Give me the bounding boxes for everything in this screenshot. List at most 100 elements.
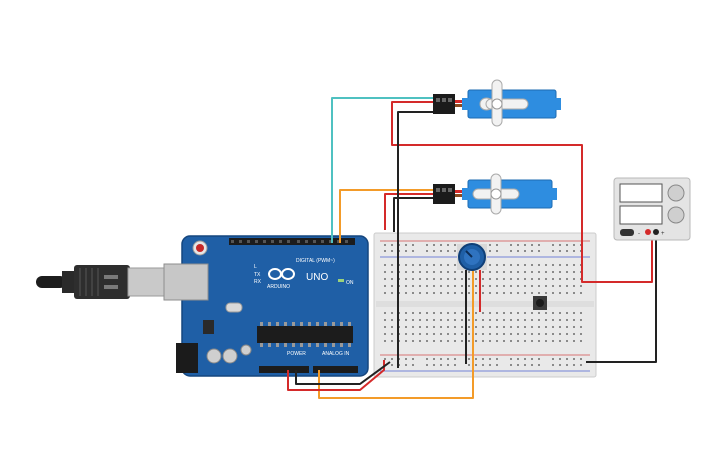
breadboard-hole[interactable] — [580, 319, 582, 321]
pushbutton-icon[interactable] — [533, 296, 547, 310]
breadboard-hole[interactable] — [517, 358, 519, 360]
breadboard-hole[interactable] — [391, 278, 393, 280]
breadboard-hole[interactable] — [391, 358, 393, 360]
breadboard-hole[interactable] — [538, 292, 540, 294]
breadboard-hole[interactable] — [510, 244, 512, 246]
breadboard-hole[interactable] — [412, 358, 414, 360]
breadboard-hole[interactable] — [391, 319, 393, 321]
breadboard-hole[interactable] — [489, 278, 491, 280]
breadboard-hole[interactable] — [552, 271, 554, 273]
breadboard-hole[interactable] — [384, 319, 386, 321]
breadboard-hole[interactable] — [419, 312, 421, 314]
breadboard-hole[interactable] — [454, 292, 456, 294]
breadboard-hole[interactable] — [391, 250, 393, 252]
breadboard-hole[interactable] — [440, 271, 442, 273]
breadboard-hole[interactable] — [426, 326, 428, 328]
breadboard-hole[interactable] — [461, 278, 463, 280]
breadboard-hole[interactable] — [503, 278, 505, 280]
breadboard-hole[interactable] — [503, 292, 505, 294]
breadboard-hole[interactable] — [545, 319, 547, 321]
breadboard-hole[interactable] — [412, 278, 414, 280]
breadboard-hole[interactable] — [391, 244, 393, 246]
breadboard-hole[interactable] — [580, 340, 582, 342]
breadboard-hole[interactable] — [552, 244, 554, 246]
breadboard-hole[interactable] — [559, 285, 561, 287]
breadboard-hole[interactable] — [440, 333, 442, 335]
breadboard-hole[interactable] — [433, 326, 435, 328]
breadboard-hole[interactable] — [461, 312, 463, 314]
breadboard-hole[interactable] — [552, 319, 554, 321]
breadboard-hole[interactable] — [412, 285, 414, 287]
breadboard-hole[interactable] — [538, 319, 540, 321]
breadboard-hole[interactable] — [454, 312, 456, 314]
breadboard-hole[interactable] — [489, 264, 491, 266]
breadboard-hole[interactable] — [517, 333, 519, 335]
breadboard-hole[interactable] — [384, 250, 386, 252]
breadboard-hole[interactable] — [510, 312, 512, 314]
breadboard-hole[interactable] — [454, 319, 456, 321]
breadboard-hole[interactable] — [566, 358, 568, 360]
breadboard-hole[interactable] — [419, 285, 421, 287]
breadboard-hole[interactable] — [426, 244, 428, 246]
breadboard-hole[interactable] — [510, 278, 512, 280]
breadboard-hole[interactable] — [545, 326, 547, 328]
breadboard-hole[interactable] — [489, 250, 491, 252]
breadboard-hole[interactable] — [580, 333, 582, 335]
breadboard-hole[interactable] — [447, 340, 449, 342]
breadboard-hole[interactable] — [496, 312, 498, 314]
breadboard-hole[interactable] — [559, 250, 561, 252]
breadboard-hole[interactable] — [552, 364, 554, 366]
breadboard-hole[interactable] — [405, 364, 407, 366]
potentiometer-icon[interactable] — [457, 243, 487, 271]
breadboard-hole[interactable] — [475, 285, 477, 287]
breadboard-hole[interactable] — [384, 271, 386, 273]
breadboard-hole[interactable] — [384, 244, 386, 246]
breadboard-hole[interactable] — [454, 340, 456, 342]
breadboard-hole[interactable] — [447, 358, 449, 360]
breadboard-hole[interactable] — [524, 333, 526, 335]
breadboard-hole[interactable] — [468, 292, 470, 294]
ground-wire-black-mid[interactable] — [393, 197, 437, 232]
breadboard-hole[interactable] — [412, 340, 414, 342]
breadboard-hole[interactable] — [573, 271, 575, 273]
breadboard-hole[interactable] — [510, 264, 512, 266]
breadboard-hole[interactable] — [524, 244, 526, 246]
breadboard-hole[interactable] — [468, 333, 470, 335]
breadboard-hole[interactable] — [496, 358, 498, 360]
breadboard-hole[interactable] — [559, 271, 561, 273]
breadboard-hole[interactable] — [405, 326, 407, 328]
breadboard-hole[interactable] — [566, 340, 568, 342]
breadboard-hole[interactable] — [496, 292, 498, 294]
breadboard-hole[interactable] — [419, 319, 421, 321]
breadboard-hole[interactable] — [405, 271, 407, 273]
breadboard-hole[interactable] — [531, 285, 533, 287]
breadboard-hole[interactable] — [447, 278, 449, 280]
breadboard-hole[interactable] — [405, 292, 407, 294]
breadboard-hole[interactable] — [454, 271, 456, 273]
breadboard-hole[interactable] — [412, 364, 414, 366]
breadboard-hole[interactable] — [552, 285, 554, 287]
breadboard-hole[interactable] — [524, 278, 526, 280]
breadboard-hole[interactable] — [426, 264, 428, 266]
breadboard-hole[interactable] — [433, 292, 435, 294]
breadboard-hole[interactable] — [580, 364, 582, 366]
breadboard-hole[interactable] — [482, 278, 484, 280]
breadboard-hole[interactable] — [552, 358, 554, 360]
breadboard-hole[interactable] — [580, 358, 582, 360]
breadboard-hole[interactable] — [391, 326, 393, 328]
breadboard-hole[interactable] — [573, 326, 575, 328]
breadboard-hole[interactable] — [566, 285, 568, 287]
breadboard-hole[interactable] — [538, 340, 540, 342]
breadboard-hole[interactable] — [433, 244, 435, 246]
breadboard-hole[interactable] — [503, 285, 505, 287]
breadboard-hole[interactable] — [468, 326, 470, 328]
breadboard-hole[interactable] — [475, 358, 477, 360]
breadboard-hole[interactable] — [482, 319, 484, 321]
breadboard-hole[interactable] — [412, 312, 414, 314]
breadboard-hole[interactable] — [482, 292, 484, 294]
breadboard-hole[interactable] — [573, 264, 575, 266]
breadboard-hole[interactable] — [496, 326, 498, 328]
breadboard-hole[interactable] — [482, 333, 484, 335]
breadboard-hole[interactable] — [545, 312, 547, 314]
breadboard-hole[interactable] — [538, 312, 540, 314]
